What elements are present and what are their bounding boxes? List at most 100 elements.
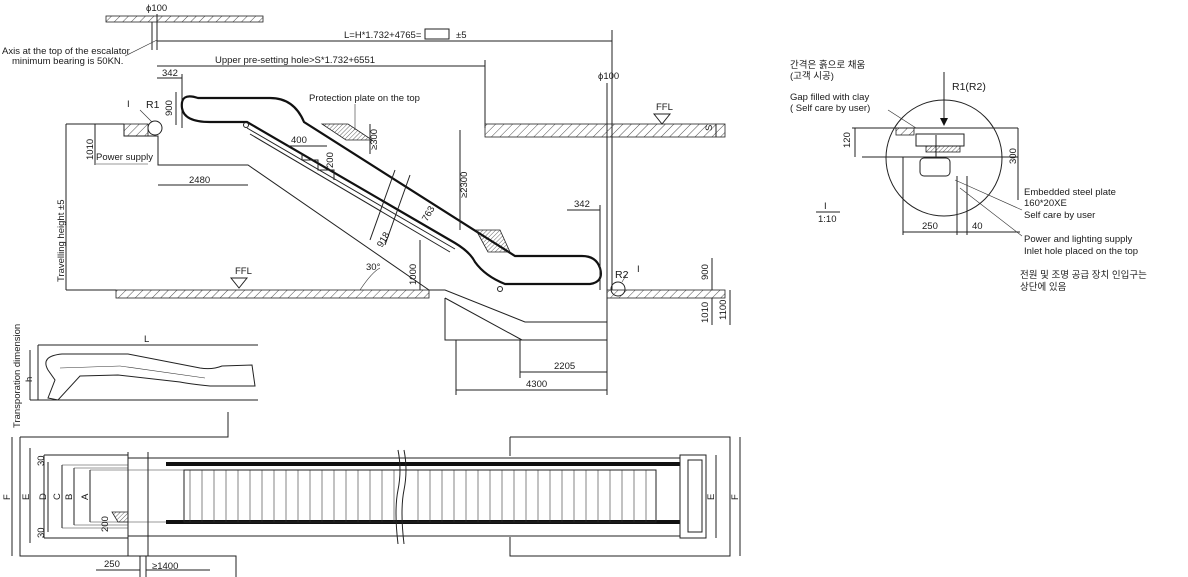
dim-2480: 2480 (189, 175, 210, 186)
lower-step-patch (475, 229, 511, 253)
detail-300: 300 (1008, 148, 1019, 164)
upper-hole-label: Upper pre-setting hole>S*1.732+6551 (215, 55, 375, 66)
detail-plate-1: Embedded steel plate (1024, 187, 1116, 198)
plan-30-top: 30 (36, 455, 47, 466)
protection-plate-label: Protection plate on the top (309, 93, 420, 104)
transport-title: Transporation dimension (12, 324, 23, 428)
plan-C: C (52, 493, 63, 500)
dim-ge2300: ≥2300 (459, 172, 470, 198)
detail-gap-2: ( Self care by user) (790, 103, 870, 114)
dim-1010-right: 1010 (700, 302, 711, 323)
elevation-view: ϕ100 Axis at the top of the escalator mi… (2, 3, 731, 395)
lower-floor-slab-left (115, 289, 430, 299)
ffl-bottom-label: FFL (235, 266, 252, 277)
detail-power-2: Inlet hole placed on the top (1024, 246, 1138, 257)
detail-250: 250 (922, 221, 938, 232)
plan-E-right: E (706, 494, 717, 500)
dim-1010-left: 1010 (85, 139, 96, 160)
plan-right-outline (509, 436, 731, 557)
transport-h: h (24, 377, 35, 382)
detail-angle-bracket (919, 157, 951, 177)
detail-korean-gap-2: (고객 시공) (790, 71, 834, 82)
transport-dimension-view: Transporation dimension L h (12, 324, 258, 428)
detail-gap-1: Gap filled with clay (790, 92, 869, 103)
plan-E-left: E (21, 494, 32, 500)
phi-right-label: ϕ100 (598, 71, 619, 82)
dim-1100: 1100 (718, 300, 729, 320)
dim-ge300: ≥300 (369, 129, 380, 150)
label-I-top: I (127, 99, 130, 110)
dim-2205: 2205 (554, 361, 575, 372)
dim-200: 200 (325, 152, 336, 168)
load-arrow (940, 118, 948, 126)
label-R2: R2 (615, 269, 629, 281)
upper-floor-slab-right (484, 123, 726, 138)
plan-F-right: F (730, 494, 741, 500)
ceiling-slab (105, 15, 264, 23)
step-band (183, 469, 657, 523)
R2-marker (610, 281, 626, 297)
detail-120: 120 (842, 132, 853, 148)
lower-floor-slab-right (606, 289, 726, 299)
dim-342-top: 342 (162, 68, 178, 79)
plan-30-bottom: 30 (36, 527, 47, 538)
angle-label: 30° (366, 262, 381, 273)
dim-400: 400 (291, 135, 307, 146)
detail-R1R2: R1(R2) (952, 81, 986, 93)
handrail-upper (180, 95, 602, 286)
L-tolerance: ±5 (456, 30, 467, 41)
pit-outline (444, 297, 523, 341)
step-lines (189, 470, 647, 522)
ffl-top-label: FFL (656, 102, 673, 113)
axis-note-line2: minimum bearing is 50KN. (12, 56, 123, 67)
upper-step-patch (320, 123, 374, 141)
travelling-height-label: Travelling height ±5 (56, 200, 67, 283)
plan-200: 200 (100, 516, 111, 532)
plan-250: 250 (104, 559, 120, 570)
detail-roman-I: I (824, 201, 827, 212)
plan-D: D (38, 493, 49, 500)
ffl-top-marker (652, 113, 672, 125)
break-symbol (395, 449, 407, 545)
detail-plate (915, 133, 965, 147)
detail-korean-power-1: 전원 및 조명 공급 장치 인입구는 (1020, 269, 1147, 281)
transport-L: L (144, 334, 149, 345)
detail-power-1: Power and lighting supply (1024, 234, 1133, 245)
power-supply-label: Power supply (96, 152, 153, 163)
L-formula: L=H*1.732+4765= (344, 30, 422, 41)
detail-plate-3: Self care by user (1024, 210, 1095, 221)
detail-scale: 1:10 (818, 214, 837, 225)
upper-floor-slab-left (123, 123, 149, 137)
detail-I-view: 간격은 흙으로 채움 (고객 시공) R1(R2) Gap filled wit… (790, 59, 1147, 293)
dim-S: S (704, 125, 715, 131)
detail-40: 40 (972, 221, 983, 232)
plan-ge1400: ≥1400 (152, 561, 178, 572)
dim-763: 763 (420, 204, 437, 223)
dim-900-right: 900 (700, 264, 711, 280)
label-I-bottom: I (637, 264, 640, 275)
L-value-box (424, 28, 450, 40)
plan-right-inner (679, 454, 707, 539)
axis-note-line1: Axis at the top of the escalator (2, 46, 130, 57)
R1-marker (147, 120, 163, 136)
label-R1: R1 (146, 99, 160, 111)
dim-1000: 1000 (408, 264, 419, 285)
detail-clay-gap (895, 127, 915, 136)
lower-pivot (497, 286, 503, 292)
ffl-bottom-marker (229, 277, 249, 289)
plan-A: A (80, 493, 91, 500)
detail-plate-2: 160*20XE (1024, 198, 1067, 209)
dim-900-top: 900 (164, 100, 175, 116)
truss-outline (123, 124, 608, 323)
plan-right-inner2 (687, 459, 703, 533)
phi-top-label: ϕ100 (146, 3, 167, 14)
detail-circle (885, 99, 1003, 217)
upper-pivot (243, 122, 249, 128)
angle-arc (359, 267, 381, 291)
dim-4300: 4300 (526, 379, 547, 390)
detail-korean-power-2: 상단에 있음 (1020, 281, 1067, 293)
plan-B: B (64, 494, 75, 500)
plan-F-left: F (2, 494, 13, 500)
dim-918: 918 (375, 230, 392, 249)
